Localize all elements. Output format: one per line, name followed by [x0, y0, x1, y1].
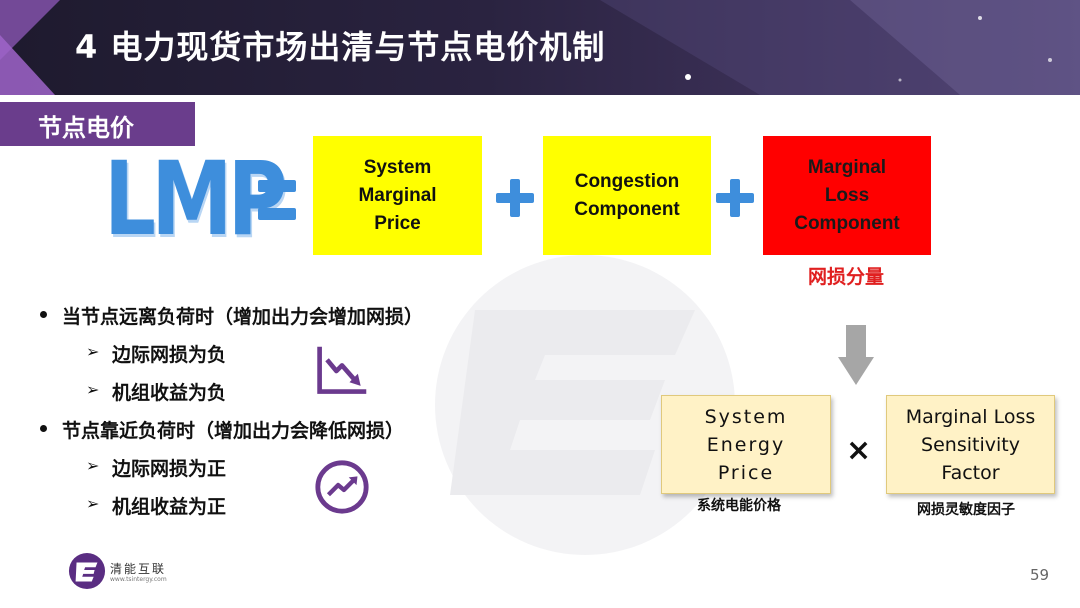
- system-marginal-price-box: System Marginal Price: [313, 136, 482, 255]
- bullet-2-sub-1: 边际网损为正: [112, 458, 227, 480]
- header-decoration: [0, 0, 1080, 95]
- factor-right-caption: 网损灵敏度因子: [917, 502, 1015, 518]
- header-banner: 4 电力现货市场出清与节点电价机制: [0, 0, 1080, 95]
- multiply-sign: ×: [846, 433, 872, 468]
- sub-arrow-1a: ➢: [86, 342, 100, 361]
- factor-right-line2: Sensitivity: [921, 433, 1020, 456]
- sub-arrow-2b: ➢: [86, 494, 100, 513]
- trend-down-icon: [317, 346, 367, 394]
- system-energy-price-box: System Energy Price: [661, 395, 831, 494]
- factor-right-line1: Marginal Loss: [905, 405, 1036, 428]
- trend-up-icon: [315, 460, 369, 514]
- factor-left-line3: Price: [717, 461, 775, 484]
- box2-line2: Component: [574, 198, 680, 220]
- bullet-2-sub-2: 机组收益为正: [112, 496, 227, 518]
- watermark-logo: [435, 255, 735, 555]
- bullet-dot-2: [40, 425, 47, 432]
- box2-line1: Congestion: [574, 170, 680, 192]
- box3-line2: Loss: [824, 184, 870, 206]
- marginal-loss-component-box: Marginal Loss Component: [763, 136, 931, 255]
- sub-arrow-1b: ➢: [86, 380, 100, 399]
- congestion-component-box: Congestion Component: [543, 136, 711, 255]
- plus-sign-2: [716, 179, 754, 217]
- section-tag: 节点电价: [0, 102, 195, 146]
- box1-line3: Price: [374, 212, 421, 234]
- bullet-dot-1: [40, 311, 47, 318]
- factor-left-line1: System: [704, 405, 788, 428]
- factor-left-caption: 系统电能价格: [697, 498, 781, 514]
- page-number: 59: [1030, 566, 1050, 584]
- box1-line1: System: [363, 156, 432, 178]
- box3-line3: Component: [794, 212, 900, 234]
- company-logo-icon: [68, 552, 106, 590]
- loss-component-label: 网损分量: [808, 266, 885, 288]
- lmp-label: LMP: [104, 140, 287, 259]
- box3-line1: Marginal: [807, 156, 887, 178]
- bullet-1-text: 当节点远离负荷时（增加出力会增加网损）: [62, 306, 424, 328]
- box1-line2: Marginal: [358, 184, 437, 206]
- plus-sign-1: [496, 179, 534, 217]
- loss-sensitivity-factor-box: Marginal Loss Sensitivity Factor: [886, 395, 1055, 494]
- section-tag-label: 节点电价: [38, 114, 134, 142]
- bullet-2-text: 节点靠近负荷时（增加出力会降低网损）: [62, 420, 405, 442]
- footer-brand: 清能互联: [110, 562, 167, 576]
- footer-url: www.tsintergy.com: [110, 576, 167, 583]
- sub-arrow-2a: ➢: [86, 456, 100, 475]
- page-title: 4 电力现货市场出清与节点电价机制: [75, 28, 606, 66]
- down-arrow-icon: [838, 325, 874, 385]
- equals-sign: [258, 178, 296, 222]
- factor-left-line2: Energy: [706, 433, 786, 456]
- bullet-1-sub-2: 机组收益为负: [112, 382, 227, 404]
- bullet-1-sub-1: 边际网损为负: [112, 344, 227, 366]
- factor-right-line3: Factor: [941, 461, 1000, 484]
